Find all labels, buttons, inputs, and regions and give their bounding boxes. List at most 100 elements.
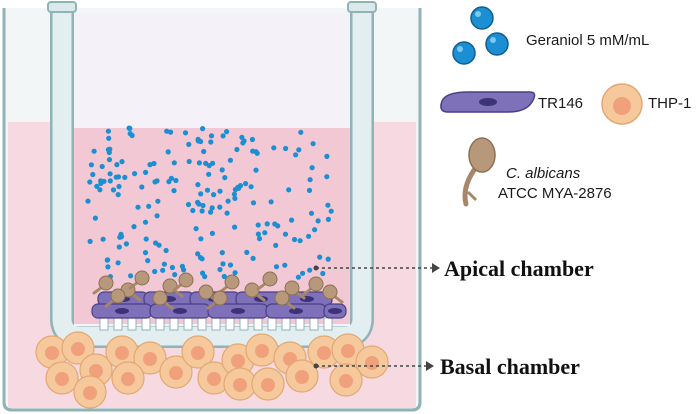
thp1-cell [223, 367, 257, 401]
geraniol-dot [224, 129, 230, 135]
geraniol-dot [139, 184, 145, 190]
thp1-cell [73, 375, 107, 409]
thp1-layer [35, 331, 389, 409]
geraniol-dot [208, 209, 214, 215]
geraniol-dot [198, 236, 204, 242]
geraniol-dot [92, 215, 98, 221]
geraniol-dot [324, 153, 330, 159]
geraniol-dot [114, 162, 120, 168]
geraniol-dot [107, 178, 113, 184]
legend-thp1: THP-1 [648, 95, 691, 112]
geraniol-dot [171, 188, 177, 194]
geraniol-dot [254, 150, 260, 156]
geraniol-dot [310, 141, 316, 147]
geraniol-dot [317, 254, 323, 260]
thp1-cell-icon [601, 83, 643, 125]
geraniol-dot [199, 208, 205, 214]
geraniol-dot [154, 178, 160, 184]
tr146-cell [207, 303, 269, 319]
geraniol-dot [190, 207, 196, 214]
geraniol-dot [272, 221, 278, 227]
thp1-cell [285, 359, 319, 393]
candida-cell [284, 280, 306, 300]
candida-cell [274, 290, 296, 310]
geraniol-dot [220, 261, 226, 267]
geraniol-dot [143, 169, 149, 175]
geraniol-dot [268, 199, 274, 205]
thp1-cell [355, 345, 389, 379]
geraniol-dot [325, 216, 331, 222]
geraniol-dot [105, 264, 111, 270]
geraniol-dot [239, 134, 245, 140]
thp1-cell [45, 361, 79, 395]
geraniol-dot [116, 244, 122, 250]
geraniol-dot [250, 200, 257, 206]
candida-cell [206, 290, 228, 310]
geraniol-dot [132, 171, 138, 177]
geraniol-dot [142, 250, 149, 256]
geraniol-dot [282, 262, 288, 268]
geraniol-dot [143, 236, 149, 242]
candida-cell [302, 276, 324, 296]
geraniol-dot [147, 162, 153, 168]
geraniol-dot [100, 236, 106, 242]
geraniol-dot [110, 187, 117, 193]
geraniol-dot [296, 147, 302, 153]
geraniol-dot [286, 187, 292, 193]
candida-cell [104, 288, 126, 308]
geraniol-dot [105, 128, 111, 134]
geraniol-dot [115, 260, 121, 266]
geraniol-dot [206, 163, 212, 169]
geraniol-dot [283, 145, 289, 152]
geraniol-dot [88, 162, 94, 168]
geraniol-dot [271, 145, 277, 151]
geraniol-dot [208, 133, 215, 139]
geraniol-dot [105, 147, 111, 153]
thp1-cell [111, 361, 145, 395]
geraniol-dot [115, 192, 121, 198]
geraniol-dot [237, 183, 244, 189]
geraniol-dot [221, 273, 227, 280]
geraniol-dot [168, 129, 174, 135]
geraniol-dot [169, 264, 175, 271]
geraniol-dot [200, 126, 206, 132]
geraniol-dot [262, 230, 268, 236]
basal-pointer [313, 361, 434, 371]
geraniol-dot [182, 130, 189, 136]
geraniol-dot [119, 159, 125, 165]
geraniol-dot [217, 188, 223, 194]
candida-cell [256, 271, 278, 291]
geraniol-dot [107, 171, 113, 177]
geraniol-dot [142, 219, 149, 225]
geraniol-dot [118, 231, 124, 237]
geraniol-dot [113, 174, 119, 180]
candida-cell [128, 270, 150, 290]
geraniol-dot [307, 177, 313, 183]
geraniol-dot [116, 183, 122, 190]
geraniol-dot [249, 136, 255, 143]
geraniol-dot [328, 208, 334, 214]
geraniol-dot [320, 270, 326, 277]
geraniol-dot [163, 247, 169, 254]
geraniol-dot [295, 274, 301, 280]
geraniol-dot [219, 167, 225, 173]
geraniol-dot [222, 175, 228, 181]
geraniol-dot [243, 181, 249, 187]
geraniol-dot [98, 178, 104, 184]
geraniol-dot [248, 184, 254, 190]
geraniol-dot [273, 242, 279, 248]
geraniol-dot [87, 238, 93, 244]
basal-chamber-label: Basal chamber [440, 354, 580, 379]
tr146-cell [91, 303, 153, 319]
thp1-cell [245, 333, 279, 367]
geraniol-dot [90, 171, 96, 178]
geraniol-dot [91, 148, 97, 154]
geraniol-dot [250, 148, 256, 154]
legend-calbicans-strain: ATCC MYA-2876 [498, 185, 612, 202]
geraniol-dots [85, 125, 334, 280]
geraniol-dot [231, 191, 237, 197]
tr146-cell [323, 303, 347, 319]
geraniol-dot [135, 204, 141, 210]
geraniol-dot [232, 224, 238, 230]
